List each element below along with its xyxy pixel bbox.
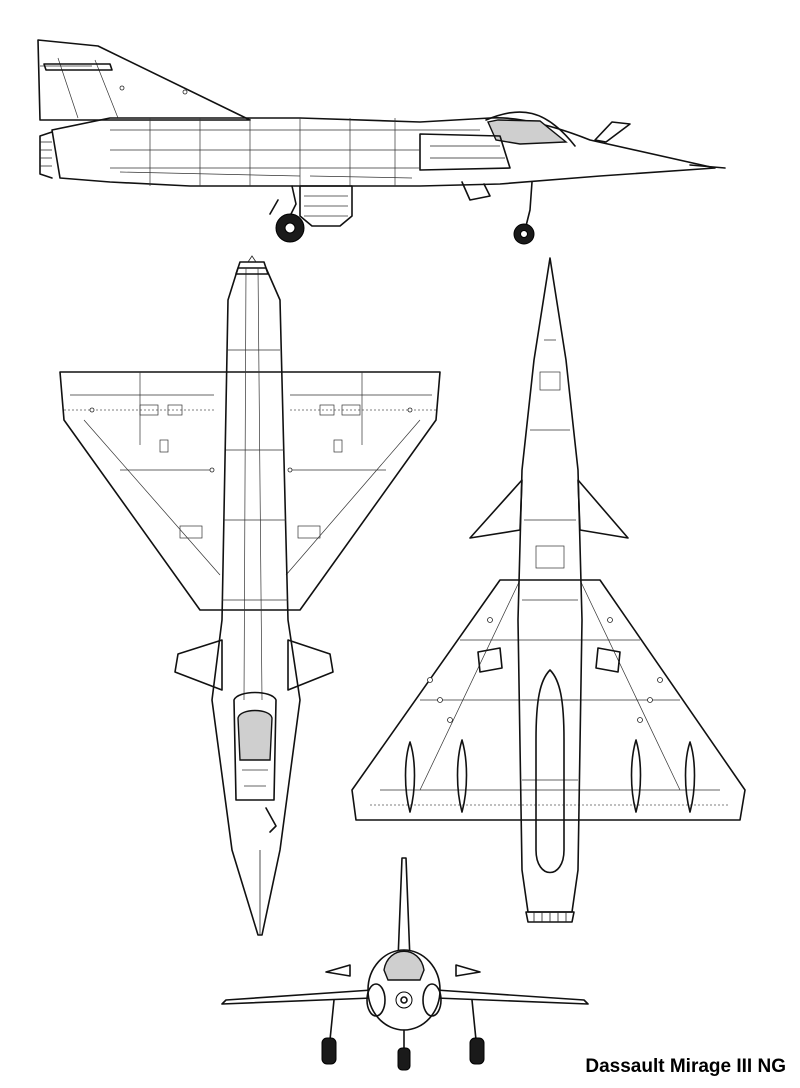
plan-canard-left xyxy=(174,639,223,691)
front-tail-fin xyxy=(397,857,411,961)
under-ventral-tank xyxy=(535,669,565,874)
side-view xyxy=(37,39,726,245)
side-ventral-tank xyxy=(299,185,353,227)
plan-delta-wing xyxy=(59,371,441,611)
front-wing-left xyxy=(221,989,373,1005)
front-nose-wheel xyxy=(397,1047,411,1071)
under-fuselage xyxy=(517,257,583,913)
under-canard-left xyxy=(469,479,523,539)
side-exhaust xyxy=(39,131,53,179)
front-view xyxy=(221,857,589,1071)
plan-canopy xyxy=(237,709,273,761)
under-delta-wing xyxy=(351,579,746,821)
plan-view xyxy=(59,255,441,936)
under-canard-right xyxy=(577,479,629,539)
side-canard xyxy=(594,121,631,143)
underside-view xyxy=(351,257,746,923)
front-main-wheel-right xyxy=(469,1037,485,1065)
side-fuselage xyxy=(51,116,716,187)
front-main-wheel-left xyxy=(321,1037,337,1065)
front-wing-right xyxy=(435,989,589,1005)
side-tail-fin xyxy=(37,39,251,121)
plan-fuselage xyxy=(211,267,301,936)
plan-canard-right xyxy=(287,639,334,691)
side-canopy xyxy=(487,119,568,145)
diagram-caption: Dassault Mirage III NG xyxy=(585,1056,786,1077)
